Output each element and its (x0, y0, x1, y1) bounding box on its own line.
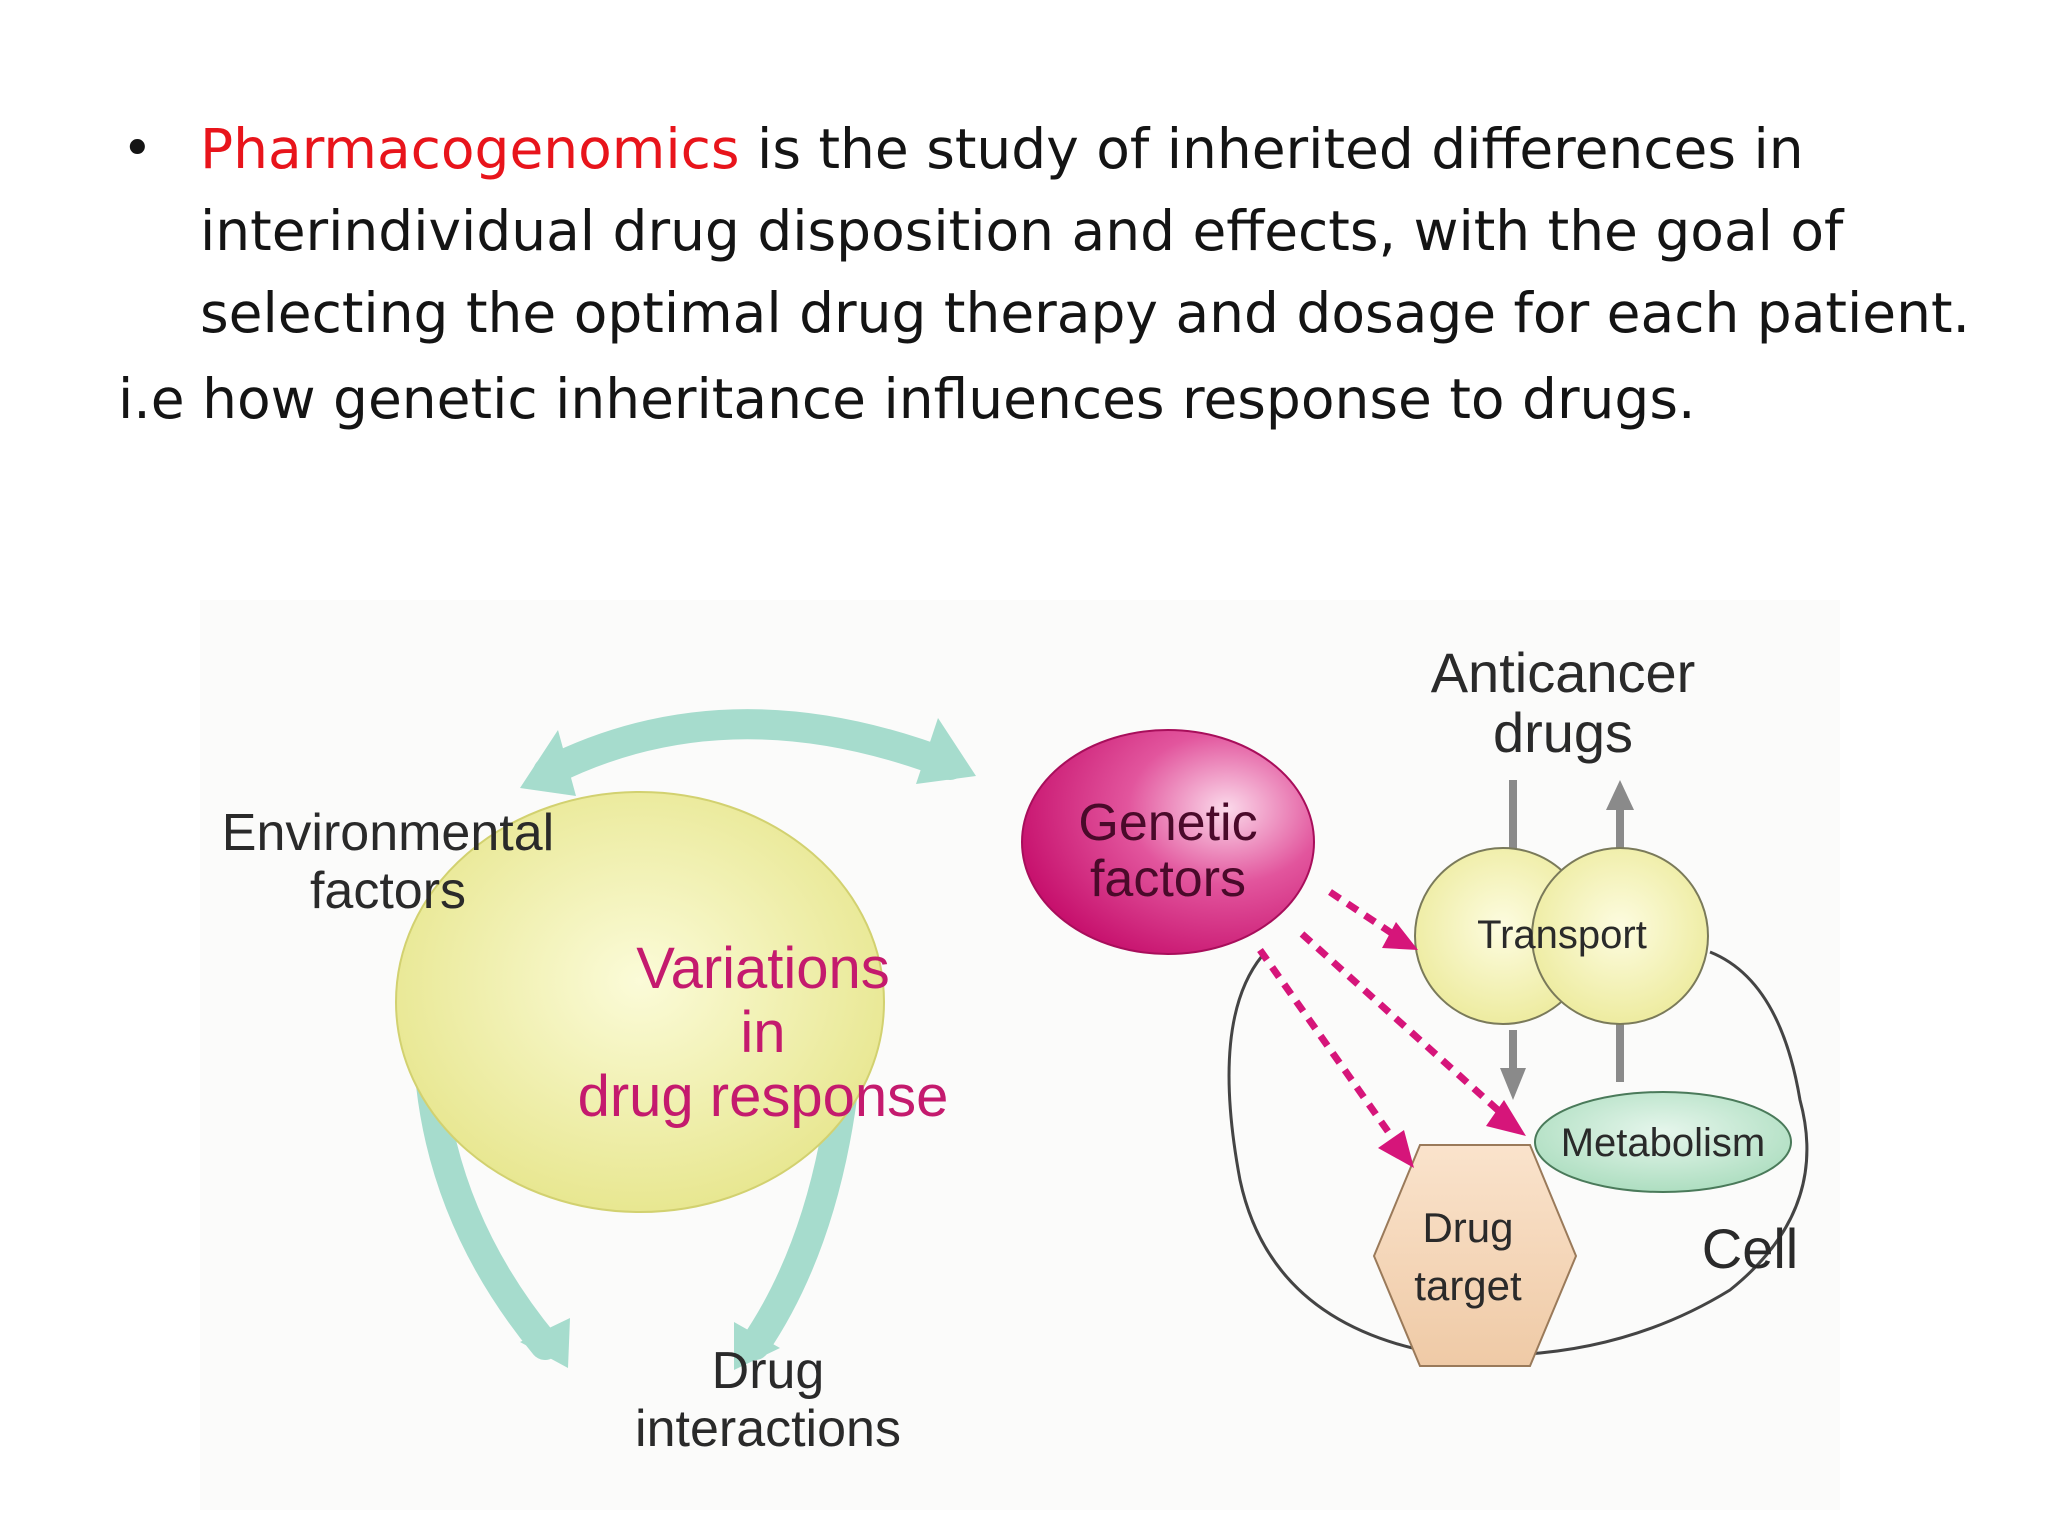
variations-label-line3: drug response (578, 1064, 949, 1129)
pink-arrow-metabolism (1299, 931, 1526, 1136)
pharmacogenomics-diagram: Variations in drug response Environmenta… (200, 600, 1840, 1510)
genetic-label-line2: factors (1090, 850, 1246, 908)
genetic-factors-oval (1021, 729, 1315, 955)
anticancer-label-line1: Anticancer (1431, 641, 1696, 704)
pink-arrow-drug-target (1257, 947, 1414, 1168)
variations-ellipse (395, 791, 885, 1213)
genetic-label-line1: Genetic (1078, 794, 1257, 852)
variations-label-line2: in (740, 1000, 785, 1065)
drug-target-label-line1: Drug (1422, 1204, 1513, 1251)
metabolism-label: Metabolism (1561, 1121, 1766, 1165)
drug-target-label-line2: target (1414, 1262, 1522, 1309)
drug-target-hexagon (1372, 1144, 1578, 1367)
transport-label: Transport (1477, 913, 1647, 957)
gray-arrow-in (1500, 780, 1526, 1100)
bullet-item: • Pharmacogenomics is the study of inher… (118, 108, 2018, 354)
cell-outline (1227, 950, 1809, 1357)
environmental-label-line1: Environmental (222, 804, 554, 862)
anticancer-label-line2: drugs (1493, 701, 1633, 764)
definition-text: is the study of inherited differences in… (200, 117, 1970, 345)
drug-interactions-label-line1: Drug (712, 1342, 825, 1400)
pink-arrow-transport (1328, 889, 1418, 950)
environmental-label-line2: factors (310, 862, 466, 920)
bullet-dot-icon: • (122, 119, 153, 179)
transport-circle-right (1531, 847, 1709, 1025)
metabolism-ellipse (1534, 1091, 1792, 1193)
term-pharmacogenomics: Pharmacogenomics (200, 117, 740, 181)
drug-interactions-label-line2: interactions (635, 1400, 901, 1458)
cell-label: Cell (1702, 1217, 1798, 1280)
slide-text: • Pharmacogenomics is the study of inher… (118, 108, 2018, 440)
subline-text: i.e how genetic inheritance influences r… (118, 367, 1696, 431)
teal-arrow-top (520, 709, 976, 796)
variations-label-line1: Variations (636, 936, 890, 1001)
